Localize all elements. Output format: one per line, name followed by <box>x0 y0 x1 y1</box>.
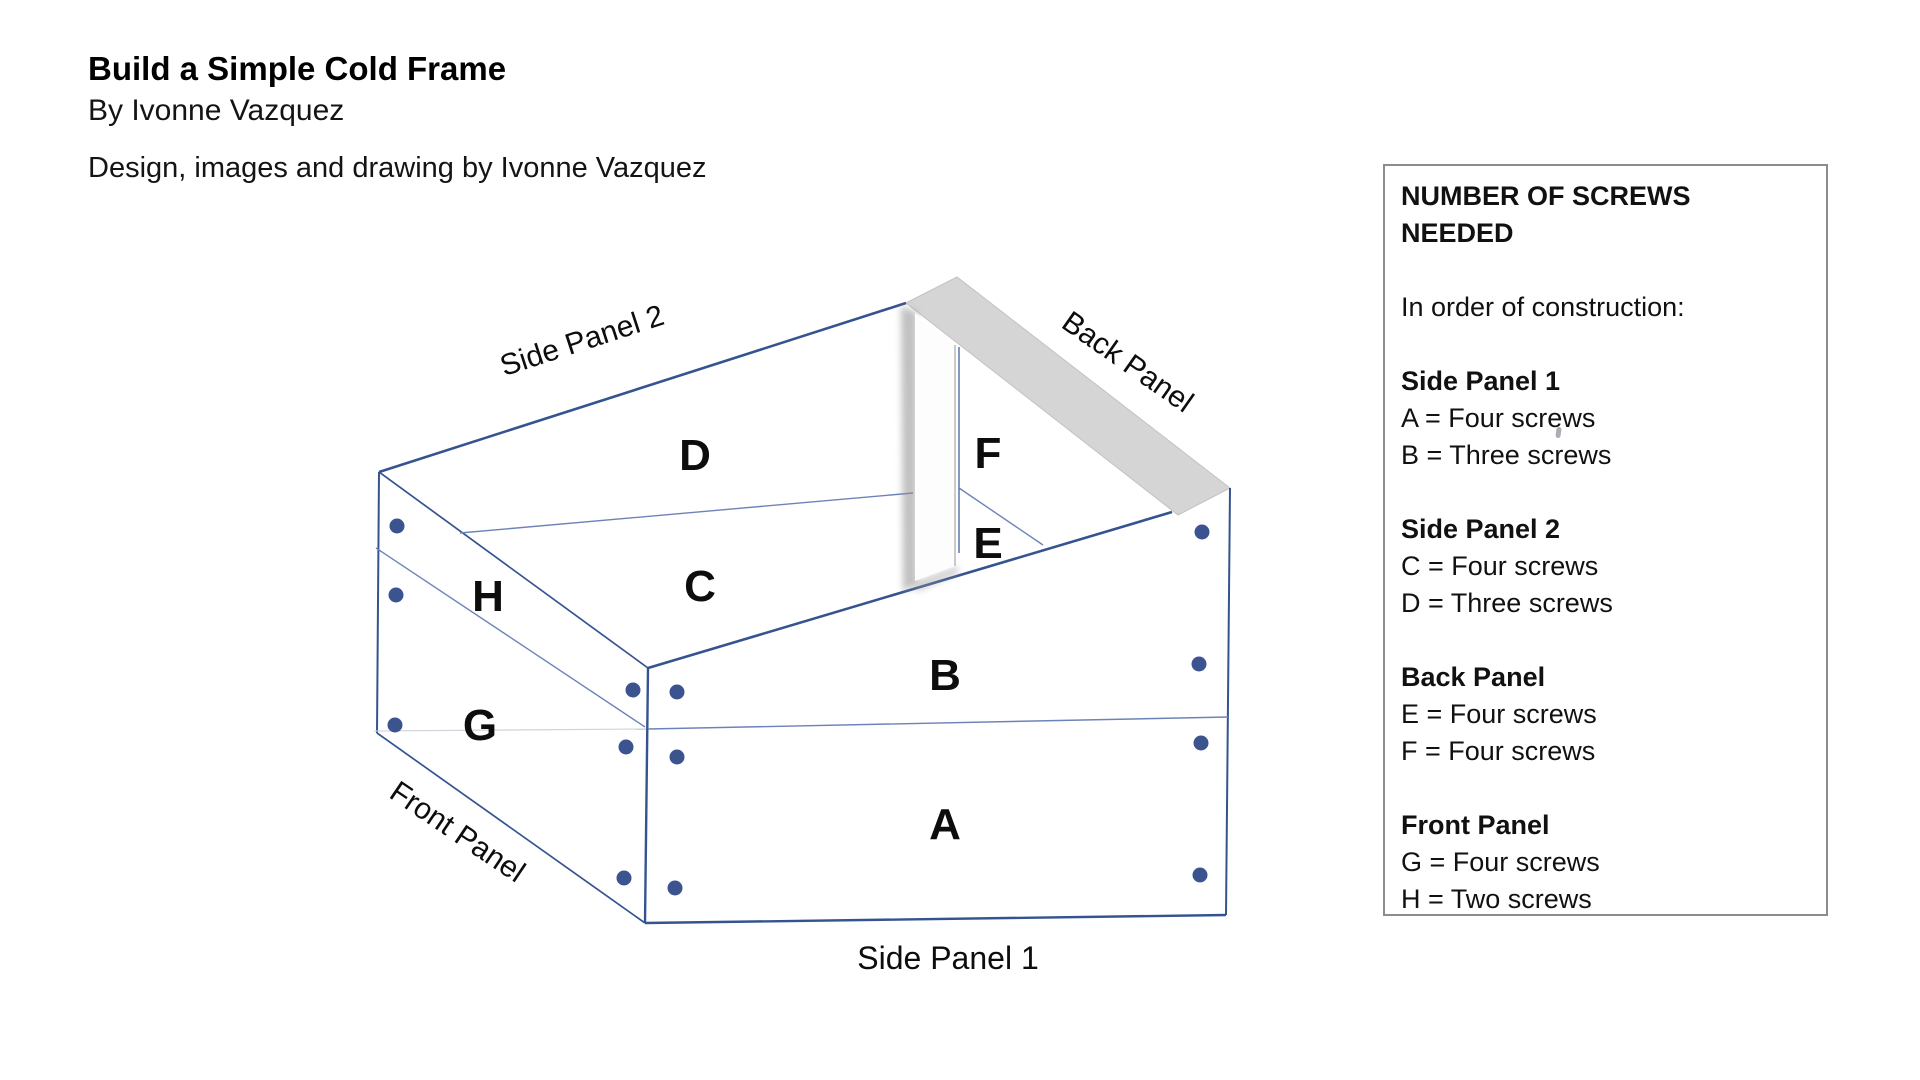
divider-d-c <box>459 492 914 534</box>
screw-dot <box>1193 735 1209 751</box>
front-panel-bottom-edge <box>376 732 646 924</box>
screw-dot <box>667 880 683 896</box>
label-side-panel-2: Side Panel 2 <box>496 299 668 383</box>
letter-g: G <box>463 701 497 750</box>
legend-heading: Side Panel 1 <box>1401 366 1561 396</box>
screw-dot <box>1192 867 1208 883</box>
letter-a: A <box>929 800 961 849</box>
screw-dot <box>669 684 685 700</box>
side-panel-1-bottom-edge <box>644 913 1227 925</box>
legend-line: G = Four screws <box>1401 847 1600 877</box>
legend-line: E = Four screws <box>1401 699 1597 729</box>
legend-line: D = Three screws <box>1401 588 1613 618</box>
letter-b: B <box>929 651 961 700</box>
legend-section-back-panel: Back Panel E = Four screws F = Four scre… <box>1401 659 1810 770</box>
screw-dot <box>389 518 405 534</box>
legend-line: F = Four screws <box>1401 736 1596 766</box>
legend-intro: In order of construction: <box>1401 292 1685 322</box>
board-dividers <box>375 487 1229 730</box>
divider-f-e <box>958 487 1044 546</box>
legend-title: NUMBER OF SCREWS NEEDED <box>1401 181 1691 248</box>
strip-bottom-shadow <box>913 566 959 592</box>
letter-d: D <box>679 431 711 480</box>
board-letters: A B C D E F G H <box>463 429 1003 849</box>
legend-section-side-panel-2: Side Panel 2 C = Four screws D = Three s… <box>1401 511 1810 622</box>
front-corner-edge <box>643 667 650 924</box>
screw-dot <box>1194 524 1210 540</box>
screw-dot <box>1191 656 1207 672</box>
page-byline: By Ivonne Vazquez <box>88 94 345 127</box>
screws-legend-box: NUMBER OF SCREWS NEEDED In order of cons… <box>1383 164 1828 916</box>
divider-h-g <box>375 547 646 728</box>
legend-section-side-panel-1: Side Panel 1 A = Four screws B = Three s… <box>1401 363 1810 474</box>
screw-dot <box>387 717 403 733</box>
screw-dot <box>388 587 404 603</box>
legend-line: A = Four screws <box>1401 403 1596 433</box>
legend-line: C = Four screws <box>1401 551 1599 581</box>
back-corner-strip <box>915 313 955 581</box>
screw-dots <box>387 518 1210 896</box>
legend-line: H = Two screws <box>1401 884 1592 914</box>
legend-heading: Back Panel <box>1401 662 1546 692</box>
side-panel-2-top-edge <box>378 301 907 474</box>
screw-dot <box>616 870 632 886</box>
legend-line: B = Three screws <box>1401 440 1612 470</box>
screw-dot <box>625 682 641 698</box>
letter-c: C <box>684 562 716 611</box>
front-panel-left-edge <box>376 471 380 734</box>
page-title: Build a Simple Cold Frame <box>88 50 507 87</box>
strip-left-shadow <box>901 306 917 592</box>
divider-b-a <box>647 716 1229 730</box>
front-panel-top-edge <box>378 471 649 669</box>
screw-dot <box>618 739 634 755</box>
label-side-panel-1: Side Panel 1 <box>857 940 1038 976</box>
legend-heading: Side Panel 2 <box>1401 514 1561 544</box>
label-front-panel: Front Panel <box>384 775 531 889</box>
legend-heading: Front Panel <box>1401 810 1550 840</box>
side-panel-1-top-edge <box>647 510 1173 670</box>
panel-edges <box>376 301 1231 925</box>
faint-horizon-line <box>373 728 647 732</box>
right-back-edge <box>1225 487 1231 916</box>
letter-e: E <box>973 519 1002 568</box>
page-credit: Design, images and drawing by Ivonne Vaz… <box>88 152 707 184</box>
screw-dot <box>669 749 685 765</box>
legend-section-front-panel: Front Panel G = Four screws H = Two scre… <box>1401 807 1810 918</box>
letter-h: H <box>472 572 504 621</box>
letter-f: F <box>975 429 1002 478</box>
